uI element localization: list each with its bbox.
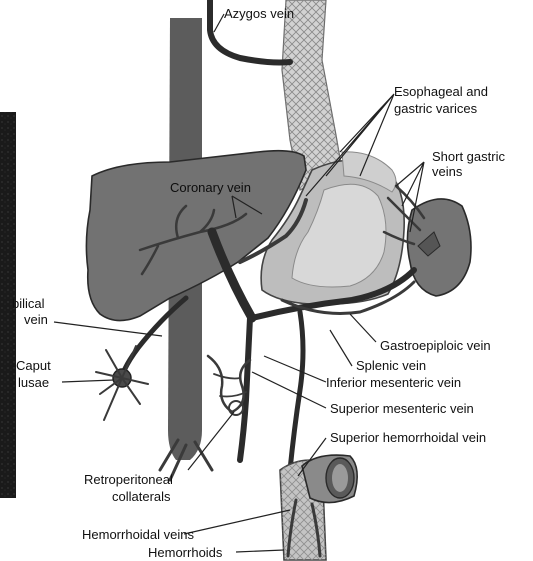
label-esophageal-varices-line2: gastric varices <box>394 101 477 116</box>
label-caput-line2: lusae <box>18 375 49 390</box>
caput-medusae <box>96 346 148 420</box>
label-hemorrhoids: Hemorrhoids <box>148 545 222 560</box>
label-superior-hemorrhoidal-vein: Superior hemorrhoidal vein <box>330 430 486 445</box>
label-gastroepiploic-vein: Gastroepiploic vein <box>380 338 491 353</box>
label-caput-line1: Caput <box>16 358 51 373</box>
label-retroperitoneal-line1: Retroperitoneal <box>84 472 173 487</box>
label-azygos-vein: Azygos vein <box>224 6 294 21</box>
spleen <box>407 199 471 296</box>
label-umbilical-line1: bilical <box>12 296 45 311</box>
label-splenic-vein: Splenic vein <box>356 358 426 373</box>
label-inferior-mesenteric-vein: Inferior mesenteric vein <box>326 375 461 390</box>
retroperitoneal-collaterals <box>208 356 250 415</box>
label-esophageal-varices-line1: Esophageal and <box>394 84 488 99</box>
label-retroperitoneal-line2: collaterals <box>112 489 171 504</box>
label-hemorrhoidal-veins: Hemorrhoidal veins <box>82 527 194 542</box>
label-short-gastric-line1: Short gastric <box>432 149 505 164</box>
label-coronary-vein: Coronary vein <box>170 180 251 195</box>
label-short-gastric-line2: veins <box>432 164 462 179</box>
label-umbilical-line2: vein <box>24 312 48 327</box>
sigmoid-colon <box>302 455 357 502</box>
superior-mesenteric-vein <box>240 318 250 460</box>
label-superior-mesenteric-vein: Superior mesenteric vein <box>330 401 474 416</box>
